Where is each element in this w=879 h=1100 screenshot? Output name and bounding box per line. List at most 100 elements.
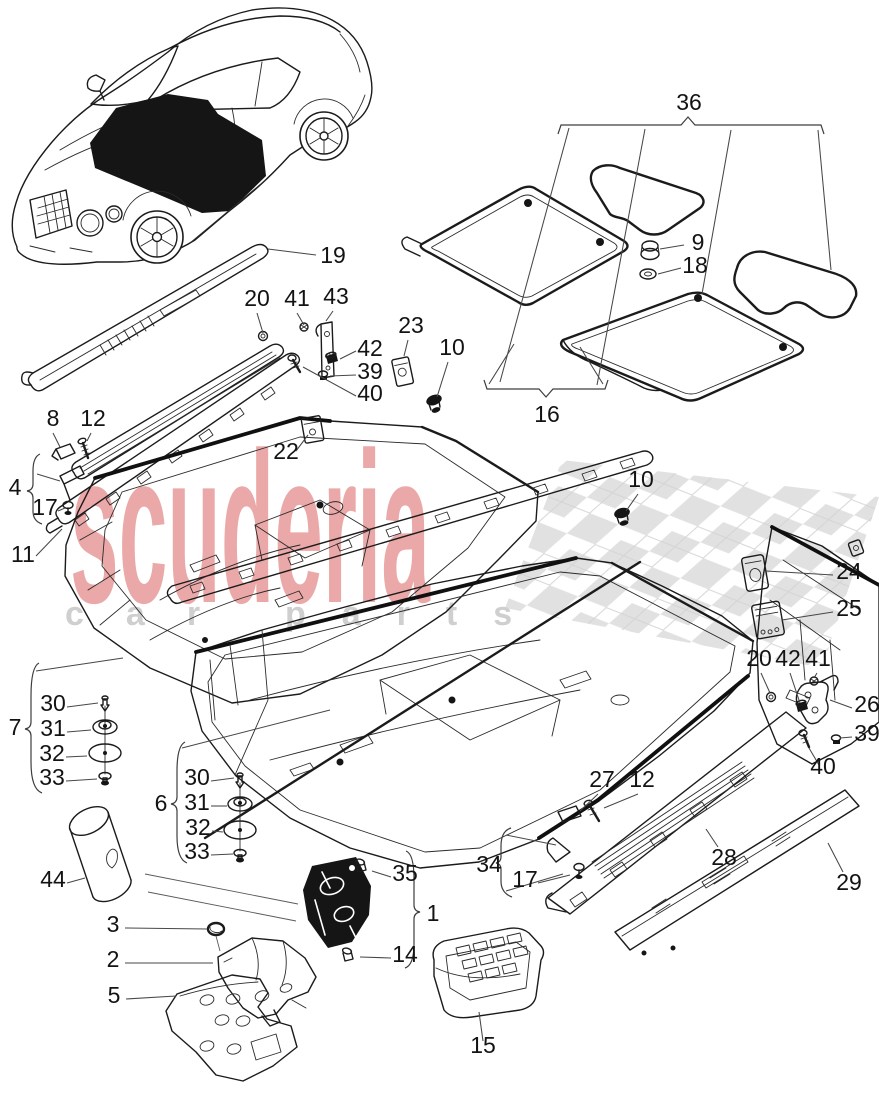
fastener-stack-6 [223, 772, 257, 864]
fastener-set-upper [257, 321, 338, 380]
nut-39-rear [830, 734, 842, 744]
part-number-28: 28 [711, 844, 737, 870]
part-number-36: 36 [676, 89, 702, 115]
part-number-7: 7 [9, 714, 22, 740]
watermark-text: scuderia car parts [65, 407, 512, 648]
leader-line [66, 729, 92, 733]
leader-line [296, 312, 305, 326]
leader-line [701, 129, 732, 295]
leader-line [66, 702, 99, 708]
leader-line [65, 755, 88, 758]
clip-17 [62, 500, 74, 515]
callout-bracket [483, 379, 609, 398]
part-number-41: 41 [805, 645, 831, 671]
part-number-31: 31 [40, 715, 66, 741]
part-number-10: 10 [628, 466, 654, 492]
bracket-43 [315, 321, 335, 379]
sill-strip-19 [21, 243, 269, 392]
part-number-14: 14 [392, 941, 418, 967]
leader-line [625, 493, 639, 512]
part-number-33: 33 [184, 838, 210, 864]
car-rear-wheel [299, 111, 349, 161]
leader-line [817, 129, 832, 271]
grooved-sill-strip [71, 343, 285, 480]
part-number-10: 10 [439, 334, 465, 360]
end-cap-34 [546, 837, 571, 863]
front-left-mat [419, 185, 629, 306]
leader-line [789, 672, 801, 704]
car-windshield [90, 45, 179, 107]
screw-40 [287, 354, 302, 374]
leader-line [267, 248, 317, 256]
part-number-19: 19 [320, 242, 346, 268]
clip-35 [354, 858, 367, 873]
plate-24 [740, 554, 770, 592]
leader-line [596, 128, 646, 386]
leader-line [403, 339, 409, 357]
part-number-42: 42 [775, 645, 801, 671]
leader-line [839, 736, 853, 739]
clip-14 [341, 947, 354, 962]
leader-line [211, 830, 224, 833]
floor-mats-set [401, 164, 858, 402]
leader-line [181, 709, 331, 749]
part-number-24: 24 [836, 558, 862, 584]
rear-right-mat [733, 250, 858, 319]
rear-carpet [190, 507, 755, 869]
leader-line [813, 672, 818, 679]
part-number-44: 44 [40, 866, 66, 892]
leader-line [35, 657, 124, 672]
leader-line [86, 432, 92, 442]
tube-44 [68, 805, 132, 903]
part-number-9: 9 [692, 229, 705, 255]
leader-line [35, 528, 63, 557]
rear-left-mat [589, 164, 705, 236]
leader-line [436, 361, 449, 398]
car-mirror-icon [86, 74, 106, 101]
bracket-26 [795, 674, 839, 725]
part-number-5: 5 [108, 982, 121, 1008]
leader-line [295, 434, 309, 452]
part-number-40: 40 [357, 380, 383, 406]
leader-line [125, 995, 177, 1000]
leader-line [124, 927, 208, 930]
mat-grommet-9 [640, 240, 660, 261]
part-number-40: 40 [810, 753, 836, 779]
part-number-32: 32 [185, 814, 211, 840]
part-number-25: 25 [836, 595, 862, 621]
car-grille [29, 189, 73, 239]
leader-line [705, 828, 719, 848]
fastener-set-lower [765, 674, 842, 749]
part-number-20: 20 [746, 645, 772, 671]
part-number-30: 30 [184, 764, 210, 790]
leader-line [52, 432, 61, 448]
part-number-39: 39 [854, 720, 879, 746]
screw-12 [77, 437, 90, 460]
part-number-6: 6 [155, 790, 168, 816]
part-number-4: 4 [9, 474, 22, 500]
nut-41 [299, 322, 309, 332]
leader-line [57, 507, 66, 512]
part-number-8: 8 [47, 405, 60, 431]
part-number-41: 41 [284, 285, 310, 311]
callout-bracket [404, 850, 421, 969]
car-headlight-outer [76, 209, 104, 237]
part-number-39: 39 [357, 358, 383, 384]
watermark-sub-left: car [65, 595, 242, 633]
part-number-31: 31 [184, 789, 210, 815]
plate-assembly-1 [303, 857, 371, 948]
part-number-3: 3 [107, 911, 120, 937]
leader-line [256, 312, 264, 334]
part-number-43: 43 [323, 283, 349, 309]
part-number-18: 18 [682, 252, 708, 278]
part-number-30: 30 [40, 690, 66, 716]
car-front-wheel [130, 210, 184, 264]
leader-line [329, 374, 357, 377]
part-number-12: 12 [80, 405, 106, 431]
leader-line [765, 570, 834, 576]
car-floor-mats-silhouette [90, 94, 266, 213]
part-number-11: 11 [11, 541, 35, 567]
tread-strip-28 [545, 711, 807, 915]
screw-12-rear [583, 799, 601, 823]
